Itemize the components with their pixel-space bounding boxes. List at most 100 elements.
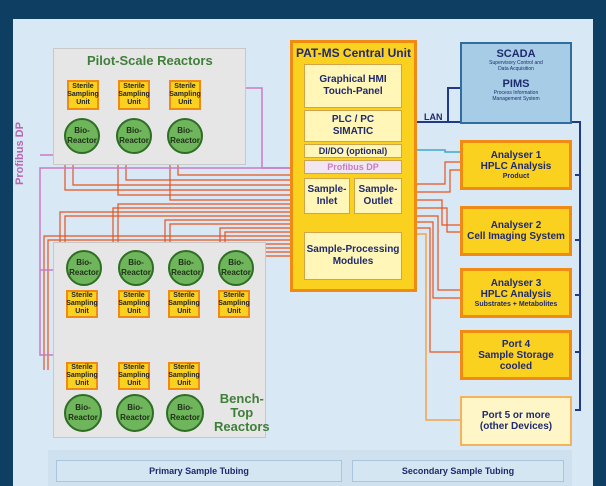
analyser-label: HPLC Analysis bbox=[480, 160, 552, 172]
legend-primary-tubing: Primary Sample Tubing bbox=[56, 460, 342, 482]
bench-title-line: Bench- bbox=[219, 391, 264, 406]
sample-inlet[interactable]: Sample-Inlet bbox=[304, 178, 350, 214]
ssu-label: Sterile bbox=[123, 83, 145, 90]
ssu-label: Sterile bbox=[173, 292, 195, 299]
bio-label: Bio- bbox=[127, 403, 143, 412]
analyser-label: Analyser 2 bbox=[490, 220, 542, 231]
ssu-label: Sampling bbox=[168, 372, 200, 379]
pilot-bioreactor-3[interactable]: Bio-Reactor bbox=[167, 118, 203, 154]
ssu-label: Unit bbox=[75, 308, 89, 315]
profibus-label: Profibus DP bbox=[327, 162, 379, 172]
pilot-bioreactor-2[interactable]: Bio-Reactor bbox=[116, 118, 152, 154]
inlet-label: Inlet bbox=[316, 196, 338, 207]
pims-sub: Management System bbox=[492, 96, 540, 102]
scada-sub: Supervisory Control and bbox=[489, 60, 543, 66]
port-5-other-devices[interactable]: Port 5 or more(other Devices) bbox=[460, 396, 572, 446]
ssu-label: Sterile bbox=[71, 292, 93, 299]
bench-group-title: Bench- Top Reactors bbox=[214, 392, 270, 434]
bio-label: Reactor bbox=[170, 413, 200, 422]
scada-title: SCADA bbox=[496, 48, 536, 60]
scada-pims-server[interactable]: SCADA Supervisory Control and Data Acqui… bbox=[460, 42, 572, 124]
ssu-label: Sterile bbox=[223, 292, 245, 299]
processing-label: Sample-Processing bbox=[306, 244, 400, 255]
bio-label: Reactor bbox=[119, 136, 149, 145]
bio-label: Reactor bbox=[69, 268, 99, 277]
bio-label: Bio- bbox=[228, 258, 244, 267]
bench-bioreactor-3[interactable]: Bio-Reactor bbox=[168, 250, 204, 286]
bench-bioreactor-6[interactable]: Bio-Reactor bbox=[116, 394, 154, 432]
bio-label: Reactor bbox=[221, 268, 251, 277]
dido-line bbox=[402, 149, 460, 153]
bio-label: Bio- bbox=[128, 258, 144, 267]
ssu-label: Sampling bbox=[118, 300, 150, 307]
bio-label: Bio- bbox=[74, 126, 90, 135]
bio-label: Reactor bbox=[68, 413, 98, 422]
bio-label: Bio- bbox=[76, 258, 92, 267]
ssu-label: Sampling bbox=[67, 91, 99, 98]
ssu-label: Sterile bbox=[123, 364, 145, 371]
ssu-label: Sterile bbox=[71, 364, 93, 371]
ssu-label: Sampling bbox=[218, 300, 250, 307]
sample-outlet[interactable]: Sample-Outlet bbox=[354, 178, 402, 214]
profibus-dp-port[interactable]: Profibus DP bbox=[304, 160, 402, 174]
profibus-dp-vertical-label: Profibus DP bbox=[14, 122, 26, 185]
bench-bioreactor-7[interactable]: Bio-Reactor bbox=[166, 394, 204, 432]
ssu-label: Unit bbox=[127, 308, 141, 315]
analyser-label: Cell Imaging System bbox=[467, 231, 565, 242]
bench-title-line: Top bbox=[230, 405, 254, 420]
bio-label: Reactor bbox=[170, 136, 200, 145]
plc-label: SIMATIC bbox=[332, 126, 374, 137]
ssu-label: Sterile bbox=[173, 364, 195, 371]
bio-label: Bio- bbox=[177, 126, 193, 135]
bio-label: Bio- bbox=[177, 403, 193, 412]
analyser-sublabel: Product bbox=[502, 172, 530, 180]
pims-sub: Process Information bbox=[493, 90, 539, 96]
bench-bioreactor-1[interactable]: Bio-Reactor bbox=[66, 250, 102, 286]
ssu-label: Sampling bbox=[168, 300, 200, 307]
port-label: cooled bbox=[499, 360, 533, 372]
bio-label: Reactor bbox=[171, 268, 201, 277]
analyser-tubing bbox=[405, 161, 460, 353]
dido-optional[interactable]: DI/DO (optional) bbox=[304, 144, 402, 158]
outlet-label: Outlet bbox=[363, 196, 393, 207]
central-unit-title: PAT-MS Central Unit bbox=[296, 46, 411, 60]
bench-title-line: Reactors bbox=[214, 419, 270, 434]
analyser-label: HPLC Analysis bbox=[480, 288, 552, 300]
ssu-label: Unit bbox=[76, 99, 90, 106]
ssu-label: Unit bbox=[177, 380, 191, 387]
bench-bioreactor-4[interactable]: Bio-Reactor bbox=[218, 250, 254, 286]
port-label: Port 5 or more bbox=[481, 410, 551, 421]
inlet-label: Sample- bbox=[307, 184, 347, 195]
hmi-label: Touch-Panel bbox=[323, 86, 383, 97]
ssu-label: Sampling bbox=[66, 300, 98, 307]
port-label: (other Devices) bbox=[479, 421, 553, 432]
bench-bioreactor-2[interactable]: Bio-Reactor bbox=[118, 250, 154, 286]
ssu-label: Sterile bbox=[174, 83, 196, 90]
bench-bioreactor-5[interactable]: Bio-Reactor bbox=[64, 394, 102, 432]
bio-label: Bio- bbox=[75, 403, 91, 412]
bio-label: Bio- bbox=[126, 126, 142, 135]
ssu-label: Sterile bbox=[72, 83, 94, 90]
pilot-group-title: Pilot-Scale Reactors bbox=[87, 53, 213, 68]
pilot-bioreactor-1[interactable]: Bio-Reactor bbox=[64, 118, 100, 154]
processing-label: Modules bbox=[332, 256, 374, 267]
port-label: Port 4 bbox=[501, 338, 531, 350]
ssu-label: Sterile bbox=[123, 292, 145, 299]
